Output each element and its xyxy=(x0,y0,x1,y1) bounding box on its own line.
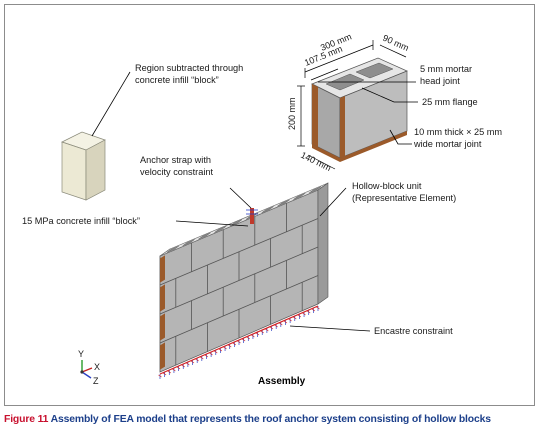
leader-region-subtracted xyxy=(91,71,131,137)
assembly-title: Assembly xyxy=(258,376,306,387)
encastre-marker-red xyxy=(297,314,302,318)
encastre-marker-red xyxy=(302,312,306,316)
axis-x-label: X xyxy=(94,362,100,372)
wall-cell-opening xyxy=(182,239,195,246)
label-region-subtracted-line1: Region subtracted through xyxy=(135,63,243,73)
wall-cell-opening xyxy=(261,206,274,213)
label-encastre: Encastre constraint xyxy=(374,326,453,336)
encastre-marker-red xyxy=(307,310,311,314)
encastre-marker-red xyxy=(260,330,264,334)
wall-end-mortar xyxy=(160,255,165,283)
encastre-marker-red xyxy=(293,316,297,320)
wall-cell-opening xyxy=(166,245,179,253)
figure-caption: Figure 11 Assembly of FEA model that rep… xyxy=(4,409,537,431)
wall-end-mortar xyxy=(160,313,165,341)
encastre-marker-red xyxy=(158,374,162,378)
encastre-marker-red xyxy=(200,356,204,360)
encastre-marker-red xyxy=(190,360,195,364)
encastre-marker-red xyxy=(162,372,167,376)
encastre-marker-red xyxy=(204,354,209,358)
hollow-block-unit xyxy=(311,57,408,162)
label-hollow-block-line2: (Representative Element) xyxy=(352,193,456,203)
label-head-joint-line2: head joint xyxy=(420,76,460,86)
axis-z-label: Z xyxy=(93,376,99,386)
dim-width: 90 mm xyxy=(381,33,410,53)
encastre-marker-red xyxy=(241,338,246,342)
anchor-strap xyxy=(246,208,258,224)
fea-assembly-drawing: Region subtracted through concrete infil… xyxy=(22,31,502,387)
wall-assembly xyxy=(158,182,329,379)
encastre-marker-red xyxy=(265,328,269,332)
encastre-marker-red xyxy=(209,352,213,356)
wall-cell-opening xyxy=(198,232,211,240)
encastre-marker-red xyxy=(167,370,171,374)
encastre-marker-red xyxy=(218,348,223,352)
label-head-joint-line1: 5 mm mortar xyxy=(420,64,472,74)
block-dimensions xyxy=(297,40,407,170)
label-anchor-strap-line2: velocity constraint xyxy=(140,167,213,177)
wall-end-mortar xyxy=(160,284,165,312)
dim-height: 200 mm xyxy=(287,97,297,130)
encastre-marker-red xyxy=(181,364,185,368)
encastre-marker-red xyxy=(288,318,292,322)
leader-hollow-block xyxy=(319,187,347,217)
wall-right-face xyxy=(317,182,329,305)
wall-cell-opening xyxy=(309,186,322,194)
encastre-marker-red xyxy=(269,326,274,330)
encastre-marker-red xyxy=(311,308,316,312)
figure-frame xyxy=(4,4,535,406)
encastre-marker-red xyxy=(279,322,283,326)
label-region-subtracted-line2: concrete infill “block” xyxy=(135,75,219,85)
leader-encastre xyxy=(289,325,371,332)
label-concrete-infill: 15 MPa concrete infill “block” xyxy=(22,216,140,226)
wall-cell-opening xyxy=(293,193,306,200)
label-flange: 25 mm flange xyxy=(422,97,478,107)
encastre-marker-red xyxy=(283,320,288,324)
axis-y-label: Y xyxy=(78,349,84,359)
wall-end-mortar xyxy=(160,342,165,370)
axis-triad xyxy=(80,360,93,379)
encastre-marker-red xyxy=(228,344,232,348)
caption-text: Assembly of FEA model that represents th… xyxy=(50,414,491,425)
infill-block xyxy=(61,131,106,201)
label-anchor-strap-line1: Anchor strap with xyxy=(140,155,211,165)
encastre-marker-red xyxy=(186,362,190,366)
label-bed-joint-line2: wide mortar joint xyxy=(413,139,482,149)
encastre-marker-red xyxy=(195,358,199,362)
wall-cell-opening xyxy=(230,219,243,227)
encastre-marker-red xyxy=(172,368,176,372)
encastre-marker-red xyxy=(232,342,237,346)
block-leaders xyxy=(318,81,418,145)
encastre-marker-red xyxy=(274,324,278,328)
encastre-marker-red xyxy=(246,336,250,340)
leader-concrete-infill xyxy=(175,220,249,227)
encastre-base-line xyxy=(159,305,319,375)
encastre-marker-red xyxy=(316,306,320,310)
label-bed-joint-line1: 10 mm thick × 25 mm xyxy=(414,127,502,137)
leader-anchor-strap xyxy=(229,187,252,209)
encastre-marker-red xyxy=(251,334,255,338)
encastre-marker-red xyxy=(223,346,227,350)
encastre-marker-red xyxy=(214,350,218,354)
encastre-marker-red xyxy=(255,332,260,336)
wall-cell-opening xyxy=(214,226,227,233)
wall-cell-opening xyxy=(277,199,290,207)
encastre-marker-red xyxy=(237,340,241,344)
encastre-marker-red xyxy=(176,366,181,370)
caption-figure-number: Figure 11 xyxy=(4,414,49,425)
label-hollow-block-line1: Hollow-block unit xyxy=(352,181,422,191)
